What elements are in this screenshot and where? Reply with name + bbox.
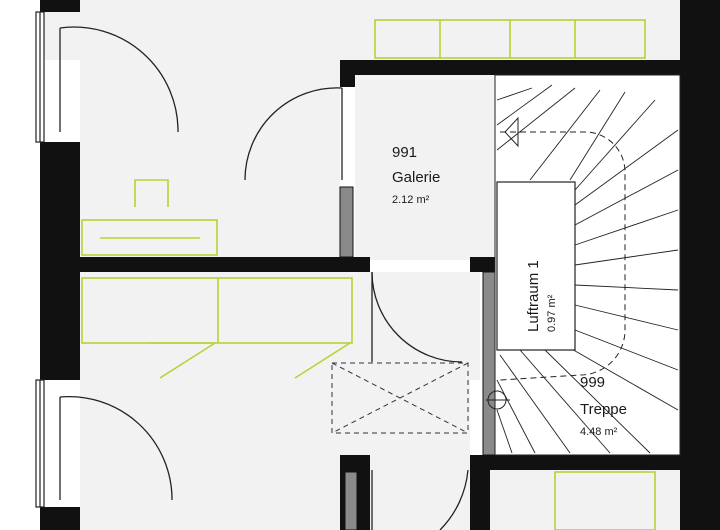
stair-walkline bbox=[499, 131, 626, 381]
windows bbox=[35, 11, 45, 508]
room-number-galerie: 991 bbox=[392, 144, 417, 161]
columns bbox=[339, 186, 496, 530]
room-label-galerie: 991 Galerie 2.12 m² bbox=[392, 144, 440, 206]
room-area-luftraum: 0.97 m² bbox=[546, 294, 558, 332]
floor-areas bbox=[40, 0, 720, 530]
doors bbox=[59, 26, 469, 530]
room-number-treppe: 999 bbox=[580, 374, 605, 391]
room-name-galerie: Galerie bbox=[392, 169, 440, 186]
room-label-luftraum: Luftraum 1 0.97 m² bbox=[525, 260, 558, 332]
room-name-luftraum: Luftraum 1 bbox=[525, 260, 542, 332]
room-area-galerie: 2.12 m² bbox=[392, 194, 430, 206]
furniture bbox=[81, 19, 656, 530]
luftraum-void bbox=[496, 181, 576, 351]
walls bbox=[40, 0, 720, 530]
room-area-treppe: 4.48 m² bbox=[580, 426, 618, 438]
stair-steps bbox=[496, 84, 679, 454]
void-hatch bbox=[331, 362, 469, 434]
room-name-treppe: Treppe bbox=[580, 401, 627, 418]
room-label-treppe: 999 Treppe 4.48 m² bbox=[580, 374, 627, 438]
stair-arrow bbox=[486, 116, 519, 410]
